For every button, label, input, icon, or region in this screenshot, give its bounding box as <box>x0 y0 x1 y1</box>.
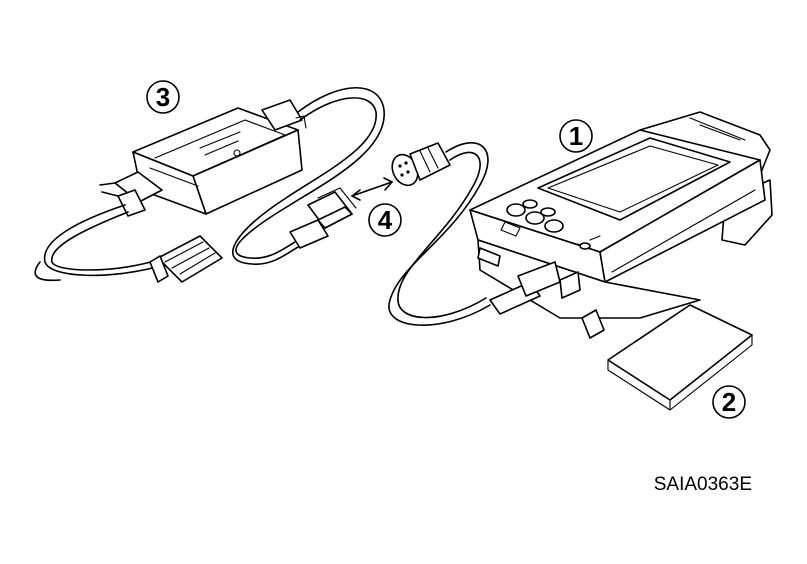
callout-2-label: 2 <box>722 387 736 417</box>
handheld-unit <box>469 111 773 339</box>
callout-4-label: 4 <box>378 205 393 235</box>
interface-unit <box>34 86 385 283</box>
callout-4: 4 <box>368 203 402 237</box>
figure-code: SAIA0363E <box>654 474 752 495</box>
callout-3: 3 <box>146 80 180 114</box>
callout-2: 2 <box>712 385 746 419</box>
callout-1-label: 1 <box>569 121 583 151</box>
callout-3-label: 3 <box>156 82 170 112</box>
callout-1: 1 <box>559 119 593 153</box>
memory-card <box>607 304 753 411</box>
cable-connector <box>289 142 491 326</box>
